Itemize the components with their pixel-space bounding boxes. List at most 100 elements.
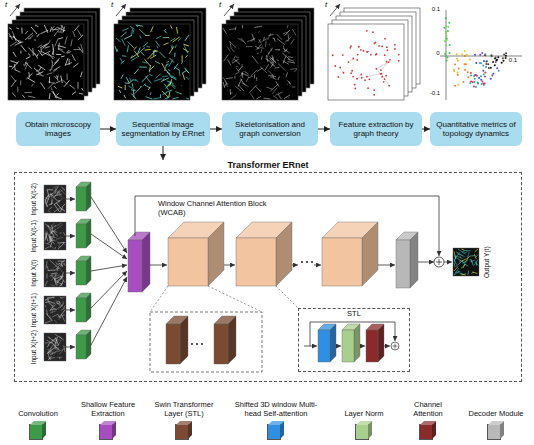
network-line [294, 69, 297, 72]
plot-point [490, 78, 492, 80]
network-line [49, 93, 51, 99]
network-line [32, 48, 33, 56]
network-line [155, 61, 160, 63]
network-line [57, 191, 60, 195]
network-line [283, 61, 289, 64]
network-line [58, 48, 62, 50]
stl-box: STL [298, 308, 410, 372]
network-line [182, 71, 186, 73]
network-line [115, 46, 117, 52]
network-line [47, 348, 55, 354]
network-line [246, 46, 252, 47]
network-line [223, 28, 227, 34]
network-line [242, 73, 244, 78]
graph-vertex [375, 42, 377, 44]
network-line [224, 83, 226, 86]
network-line [50, 348, 51, 353]
graph-vertex [394, 48, 396, 50]
network-line [58, 266, 62, 272]
network-line [235, 72, 239, 74]
block-3d [76, 293, 91, 322]
network-line [287, 25, 289, 28]
network-line [70, 85, 75, 89]
network-line [133, 79, 137, 80]
legend-swatch [30, 425, 42, 439]
block-side [208, 222, 224, 286]
plot-point [447, 30, 449, 32]
network-line [25, 62, 27, 67]
block-label: Window Channel Attention Block (WCAB) [158, 199, 278, 217]
network-line [271, 58, 276, 64]
network-line [150, 55, 156, 58]
network-line [49, 353, 51, 356]
plot-point [474, 54, 476, 56]
network-line [46, 261, 47, 269]
flow-arrow [224, 265, 235, 266]
network-line [56, 303, 60, 304]
network-line [58, 340, 62, 346]
stack-front-card [8, 24, 84, 100]
network-line [41, 51, 49, 55]
network-line [129, 78, 130, 81]
swatch-side [280, 421, 284, 439]
network-line [56, 54, 61, 55]
network-line [55, 276, 63, 279]
stack-card [332, 20, 408, 96]
network-line [264, 98, 271, 99]
plot-point [494, 57, 496, 59]
network-line [254, 26, 262, 27]
network-line [268, 33, 271, 39]
network-line [285, 30, 290, 36]
plot-point [492, 61, 494, 63]
graph-vertex [380, 69, 382, 71]
network-line [47, 73, 52, 75]
network-line [165, 64, 168, 66]
network-line [149, 74, 152, 75]
network-line [48, 356, 52, 360]
network-frame: Transformer ERnetSTL [14, 160, 522, 382]
network-line [81, 72, 83, 77]
time-axis-label: t [216, 0, 224, 10]
network-line [14, 64, 16, 70]
network-line [13, 36, 19, 42]
network-line [45, 247, 49, 249]
network-line [283, 48, 290, 53]
card-content [9, 25, 83, 99]
plot-point [445, 17, 447, 19]
block-top [128, 232, 150, 240]
plot-point [495, 59, 497, 61]
network-line [259, 39, 261, 43]
network-line [238, 66, 242, 71]
network-line [285, 37, 292, 43]
network-line [58, 43, 60, 50]
network-line [286, 40, 289, 41]
network-line [227, 47, 230, 52]
plot-point [470, 81, 472, 83]
network-line [167, 81, 174, 84]
network-line [51, 231, 53, 234]
network-line [166, 70, 171, 77]
network-line [50, 69, 51, 71]
network-line [472, 272, 477, 273]
network-line [12, 93, 16, 97]
network-line [185, 55, 187, 58]
network-line [242, 25, 243, 28]
network-line [61, 309, 65, 311]
network-line [139, 29, 146, 36]
network-line [48, 82, 55, 89]
network-line [56, 237, 63, 239]
network-line [62, 204, 65, 207]
card-content [332, 30, 400, 96]
network-line [120, 58, 123, 64]
network-line [47, 345, 49, 347]
network-line [146, 46, 149, 48]
network-line [13, 52, 16, 57]
network-line [48, 189, 54, 190]
flow-connector [163, 146, 164, 160]
network-line [263, 37, 265, 41]
network-line [292, 86, 296, 87]
network-line [456, 252, 463, 256]
network-line [260, 67, 267, 73]
network-line [131, 56, 138, 60]
